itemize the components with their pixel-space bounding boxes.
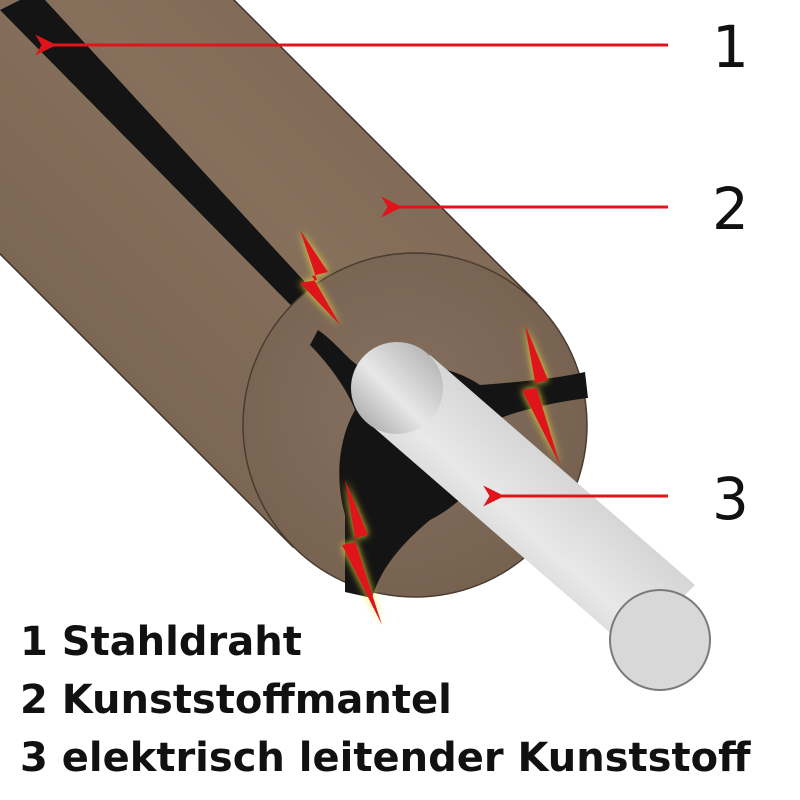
legend-item-3: 3 elektrisch leitender Kunststoff (20, 735, 751, 781)
wire-end (609, 589, 711, 691)
wire-base (351, 342, 443, 434)
legend-item-1: 1 Stahldraht (20, 619, 302, 665)
callout-number-3: 1 (712, 13, 749, 81)
lightning-icon (342, 480, 382, 625)
steel-wire (365, 355, 695, 650)
legend-item-2: 2 Kunststoffmantel (20, 677, 452, 723)
callout-number-1: 3 (712, 465, 749, 533)
callout-number-2: 2 (712, 175, 749, 243)
conductive-stripe (0, 0, 340, 345)
lightning-icon (522, 325, 560, 465)
lightning-icon (300, 230, 340, 325)
